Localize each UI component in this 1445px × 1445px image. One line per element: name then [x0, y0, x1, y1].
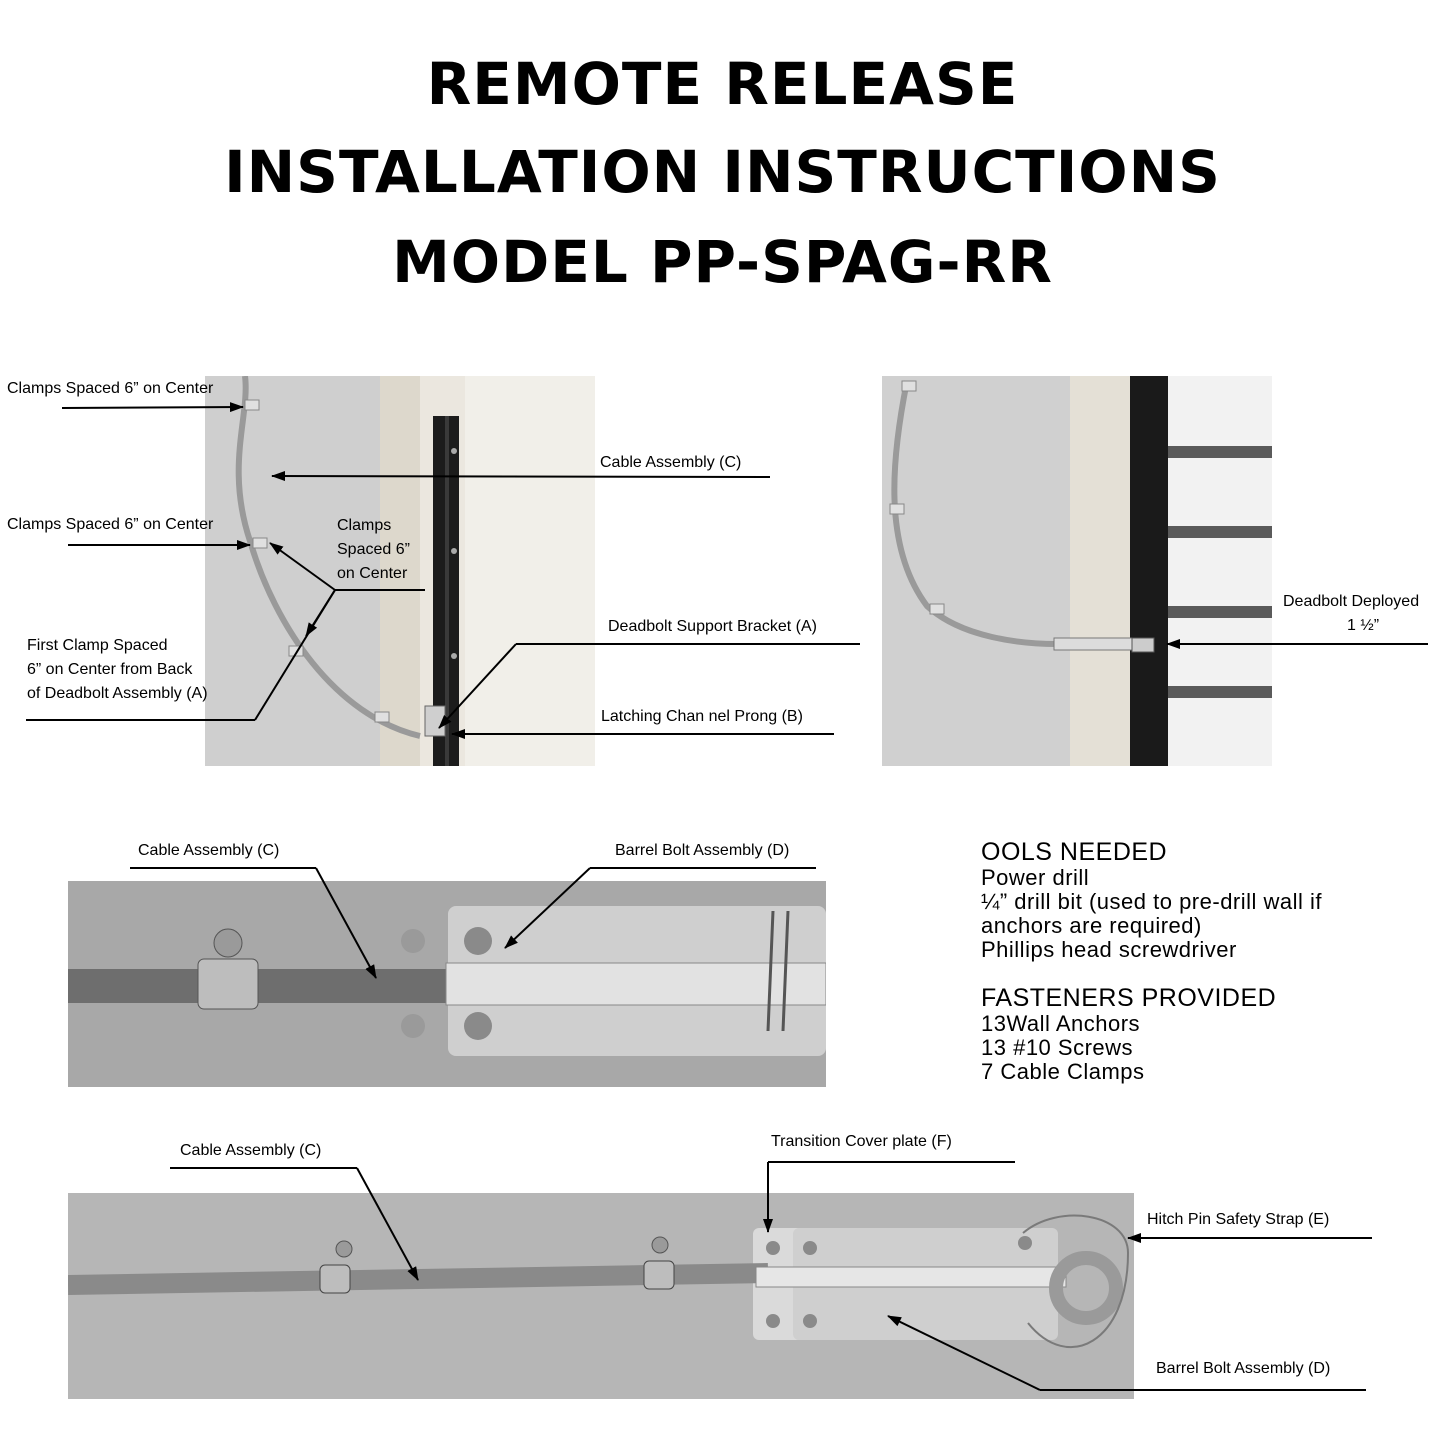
label-cable-assembly: Cable Assembly (C) — [600, 454, 742, 471]
label-cable-assembly-4: Cable Assembly (C) — [180, 1142, 322, 1159]
tools-and-fasteners: OOLS NEEDED Power drill ¼” drill bit (us… — [981, 838, 1322, 1084]
tools-item: anchors are required) — [981, 913, 1202, 938]
label-hitch-pin: Hitch Pin Safety Strap (E) — [1147, 1211, 1330, 1228]
photo-barrel-bolt-closeup — [68, 881, 826, 1087]
label-clamps-spaced-top: Clamps Spaced 6” on Center — [7, 380, 214, 397]
label-deadbolt-deployed-2: 1 ½” — [1347, 617, 1380, 634]
fasteners-item: 7 Cable Clamps — [981, 1059, 1145, 1084]
label-clamps-center-3: on Center — [337, 565, 408, 582]
label-clamps-spaced-mid: Clamps Spaced 6” on Center — [7, 516, 214, 533]
photo-full-assembly — [68, 1193, 1134, 1399]
fasteners-item: 13 #10 Screws — [981, 1035, 1134, 1060]
tools-item: Power drill — [981, 865, 1090, 890]
label-cable-assembly-3: Cable Assembly (C) — [138, 842, 280, 859]
label-deadbolt-deployed-1: Deadbolt Deployed — [1283, 593, 1420, 610]
tools-item: ¼” drill bit (used to pre-drill wall if — [981, 889, 1323, 914]
title-line-3: MODEL PP-SPAG-RR — [392, 228, 1053, 296]
label-first-clamp-3: of Deadbolt Assembly (A) — [27, 685, 208, 702]
label-clamps-center-2: Spaced 6” — [337, 541, 410, 558]
label-first-clamp-2: 6” on Center from Back — [27, 661, 193, 678]
title-line-1: REMOTE RELEASE — [426, 50, 1019, 118]
label-transition-cover: Transition Cover plate (F) — [771, 1133, 952, 1150]
fasteners-item: 13Wall Anchors — [981, 1011, 1141, 1036]
tools-item: Phillips head screwdriver — [981, 937, 1237, 962]
fasteners-heading: FASTENERS PROVIDED — [981, 984, 1277, 1012]
tools-heading: OOLS NEEDED — [981, 838, 1168, 866]
label-support-bracket: Deadbolt Support Bracket (A) — [608, 618, 817, 635]
label-clamps-center-1: Clamps — [337, 517, 392, 534]
label-latching-prong: Latching Chan nel Prong (B) — [601, 708, 803, 725]
photo-deadbolt-deployed — [882, 376, 1272, 766]
label-barrel-bolt-3: Barrel Bolt Assembly (D) — [615, 842, 790, 859]
label-barrel-bolt-4: Barrel Bolt Assembly (D) — [1156, 1360, 1331, 1377]
label-first-clamp-1: First Clamp Spaced — [27, 637, 168, 654]
title-line-2: INSTALLATION INSTRUCTIONS — [224, 138, 1221, 206]
